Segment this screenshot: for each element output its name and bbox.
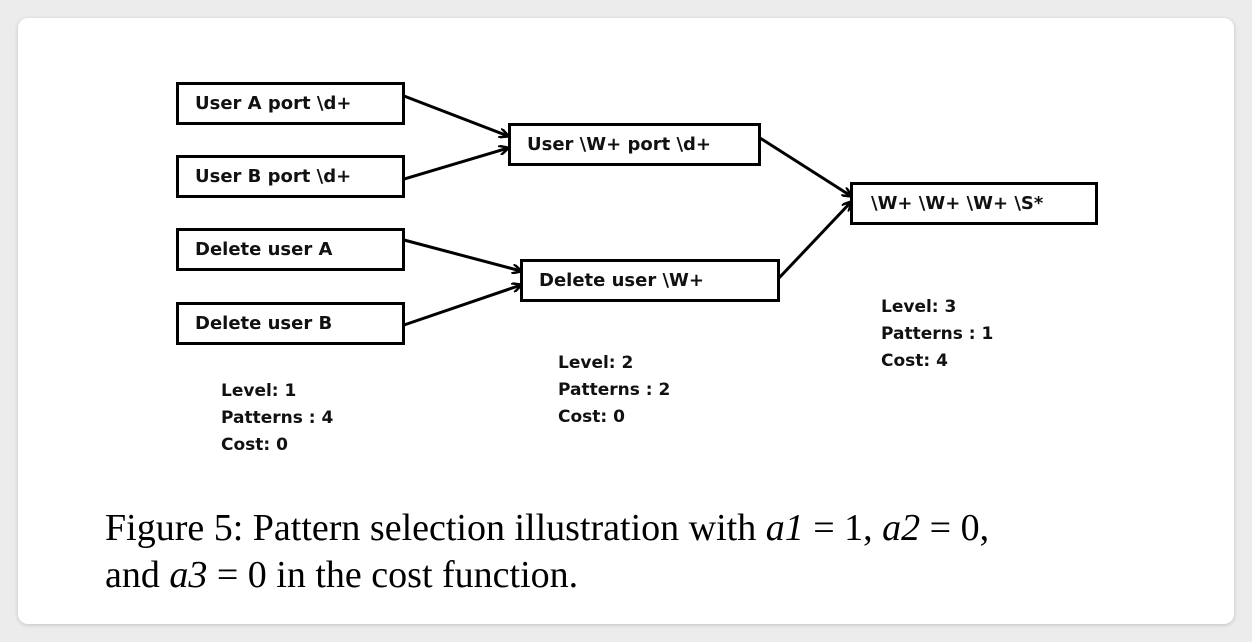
edge-delete-a-to-delete-w — [403, 238, 521, 271]
caption-var-a3: a3 — [169, 554, 208, 596]
level-1-stats: Level: 1 Patterns : 4 Cost: 0 — [221, 378, 333, 459]
figure-caption: Figure 5: Pattern selection illustration… — [105, 505, 1205, 599]
node-delete-user-w: Delete user \W+ — [520, 259, 780, 302]
edge-user-b-to-user-w — [403, 148, 508, 181]
node-user-a-port: User A port \d+ — [176, 82, 405, 125]
caption-eq-3: = 0 in the cost function. — [207, 554, 579, 596]
level-1-cost: Cost: 0 — [221, 435, 288, 455]
node-user-b-port: User B port \d+ — [176, 155, 405, 198]
caption-var-a1: a1 — [765, 507, 804, 549]
level-2-level: Level: 2 — [558, 353, 634, 373]
level-2-patterns: Patterns : 2 — [558, 380, 671, 400]
level-3-level: Level: 3 — [881, 297, 957, 317]
caption-text-1: Pattern selection illustration with — [252, 507, 766, 549]
caption-eq-1: = 1, — [803, 507, 883, 549]
level-3-cost: Cost: 4 — [881, 351, 948, 371]
node-user-w-port: User \W+ port \d+ — [508, 123, 761, 166]
caption-line-2: and a3 = 0 in the cost function. — [105, 552, 1205, 599]
caption-text-2: and — [105, 554, 170, 596]
caption-line-1: Figure 5: Pattern selection illustration… — [105, 505, 1205, 552]
node-delete-user-b: Delete user B — [176, 302, 405, 345]
node-top-pattern: \W+ \W+ \W+ \S* — [850, 182, 1098, 225]
edge-delete-b-to-delete-w — [403, 285, 521, 327]
caption-label: Figure 5: — [105, 507, 244, 549]
edge-user-a-to-user-w — [403, 94, 508, 136]
level-1-patterns: Patterns : 4 — [221, 408, 334, 428]
level-3-stats: Level: 3 Patterns : 1 Cost: 4 — [881, 294, 993, 375]
level-3-patterns: Patterns : 1 — [881, 324, 994, 344]
level-2-stats: Level: 2 Patterns : 2 Cost: 0 — [558, 350, 670, 431]
caption-eq-2: = 0, — [920, 507, 990, 549]
edge-user-w-to-top — [759, 136, 851, 196]
level-2-cost: Cost: 0 — [558, 407, 625, 427]
level-1-level: Level: 1 — [221, 381, 297, 401]
node-delete-user-a: Delete user A — [176, 228, 405, 271]
edge-delete-w-to-top — [777, 202, 851, 280]
caption-var-a2: a2 — [882, 507, 921, 549]
